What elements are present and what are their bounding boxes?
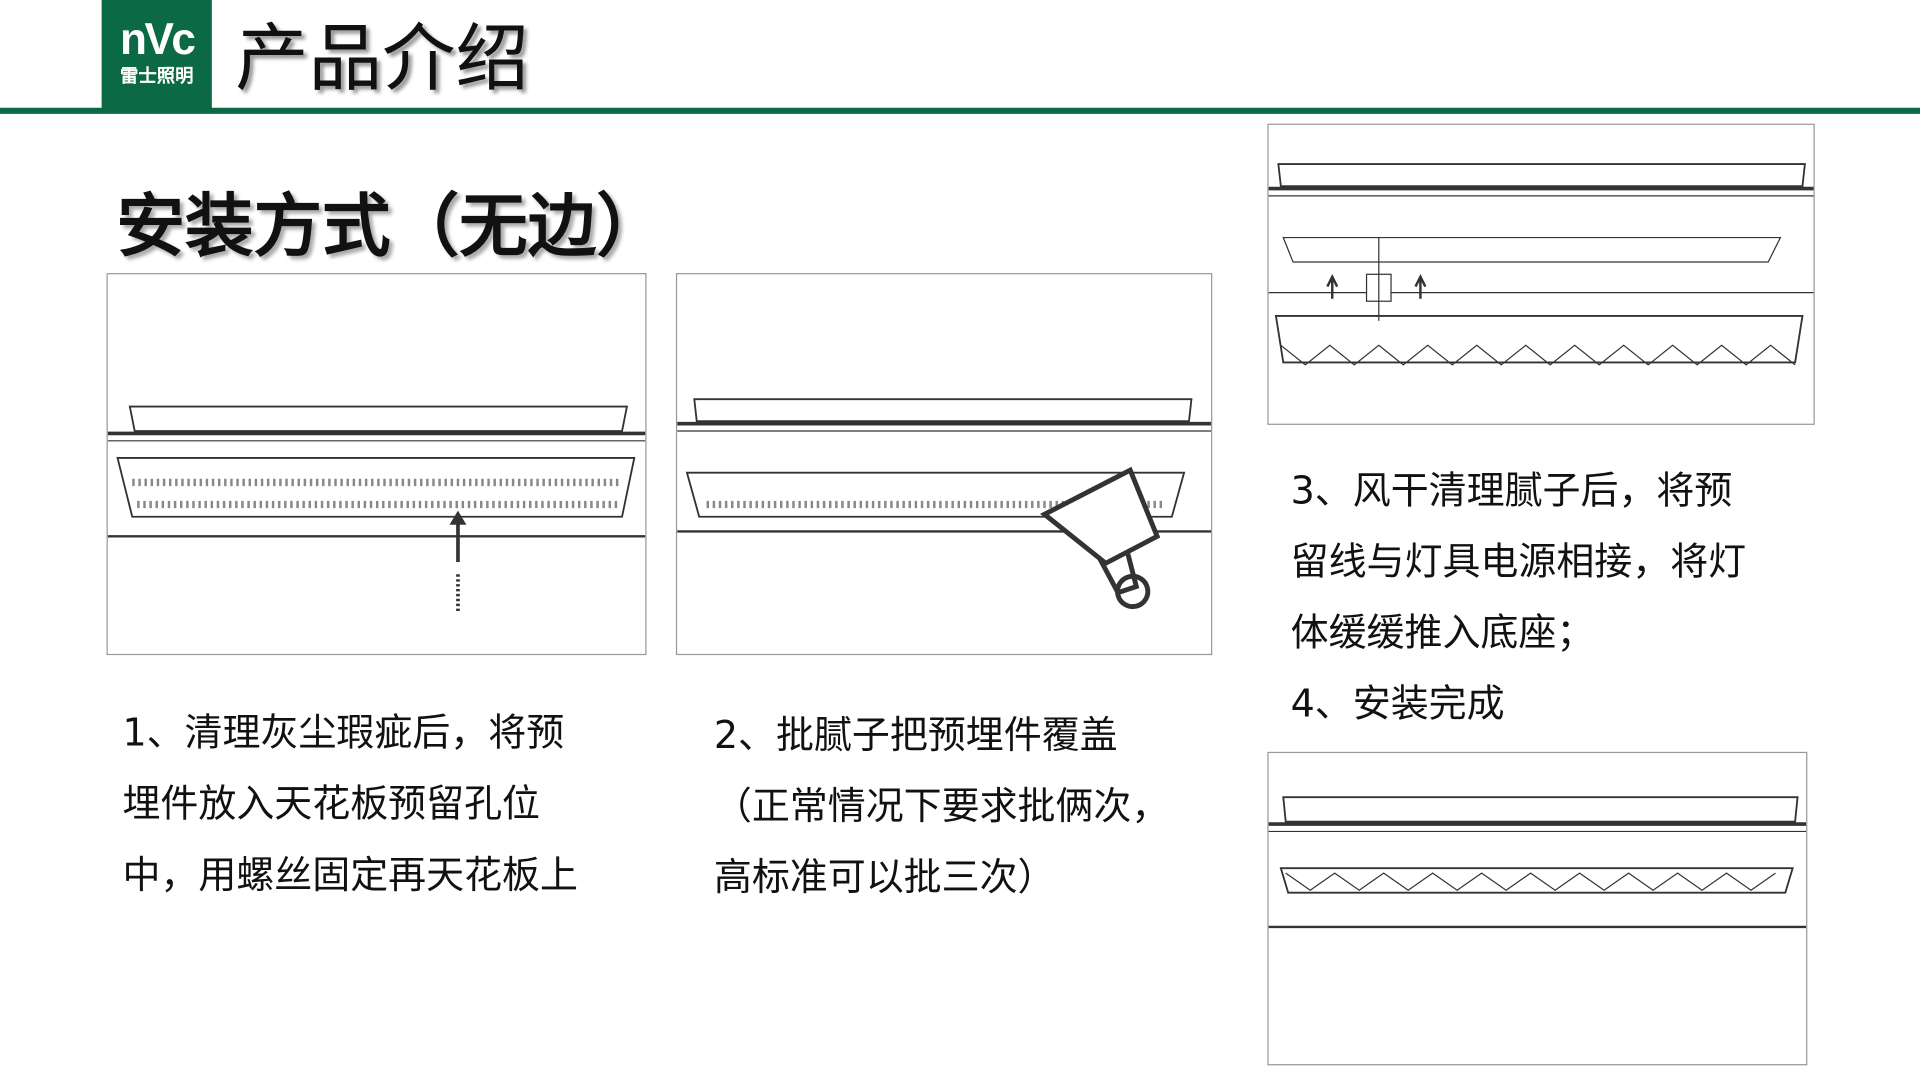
step1-text: 1、清理灰尘瑕疵后，将预 埋件放入天花板预留孔位 中，用螺丝固定再天花板上 bbox=[122, 698, 578, 911]
step3-line: 留线与灯具电源相接，将灯 bbox=[1290, 540, 1747, 585]
logo-name: 雷士照明 bbox=[119, 64, 194, 87]
section-title: 安装方式（无边） bbox=[116, 187, 665, 267]
step2-text: 2、批腻子把预埋件覆盖 （正常情况下要求批俩次， 高标准可以批三次） bbox=[714, 700, 1170, 913]
step2-illustration bbox=[675, 273, 1213, 656]
page-title: 产品介绍 bbox=[235, 15, 529, 102]
header-divider bbox=[0, 107, 1920, 114]
logo-brand: nVc bbox=[119, 13, 196, 64]
step1-line: 1、清理灰尘瑕疵后，将预 bbox=[122, 711, 565, 756]
step2-line: 高标准可以批三次） bbox=[713, 855, 1056, 901]
step1-line: 中，用螺丝固定再天花板上 bbox=[122, 853, 578, 898]
step2-line: （正常情况下要求批俩次， bbox=[713, 784, 1170, 829]
step4-line: 4、安装完成 bbox=[1290, 682, 1505, 727]
step3-line: 3、风干清理腻子后，将预 bbox=[1290, 468, 1733, 514]
step3-line: 体缓缓推入底座； bbox=[1290, 611, 1595, 656]
brand-logo: nVc 雷士照明 bbox=[101, 0, 212, 111]
step1-illustration bbox=[106, 273, 647, 656]
step2-line: 2、批腻子把预埋件覆盖 bbox=[713, 713, 1118, 758]
step4-illustration bbox=[1267, 751, 1808, 1066]
step3-illustration bbox=[1267, 123, 1815, 425]
step3-text: 3、风干清理腻子后，将预 留线与灯具电源相接，将灯 体缓缓推入底座； 4、安装完… bbox=[1291, 456, 1747, 740]
step1-line: 埋件放入天花板预留孔位 bbox=[122, 782, 541, 827]
